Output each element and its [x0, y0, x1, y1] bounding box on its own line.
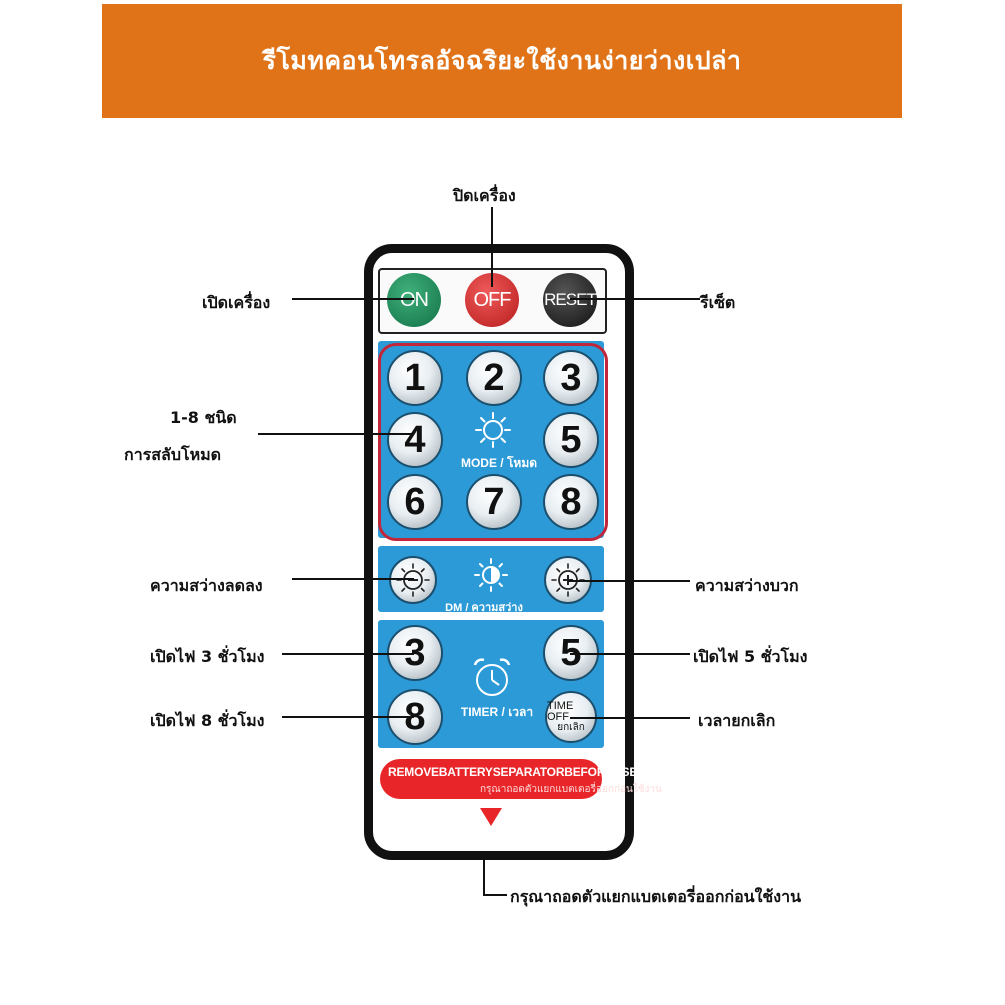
callout-timer5: เปิดไฟ 5 ชั่วโมง — [693, 647, 808, 666]
callout-line-mode — [258, 433, 414, 435]
warning-english-text: REMOVEBATTERYSEPARATORBEFOREUSE — [388, 765, 638, 779]
mode-button-4[interactable]: 4 — [387, 412, 443, 468]
mode-button-5[interactable]: 5 — [543, 412, 599, 468]
callout-line-reset — [570, 298, 700, 300]
mode-button-3[interactable]: 3 — [543, 350, 599, 406]
mode-button-7[interactable]: 7 — [466, 474, 522, 530]
sun-icon — [475, 412, 511, 448]
timer-label: TIMER / เวลา — [460, 705, 534, 719]
callout-line-timer8 — [282, 716, 414, 718]
callout-line-battery-h — [483, 894, 507, 896]
callout-timer3: เปิดไฟ 3 ชั่วโมง — [150, 647, 265, 666]
on-button[interactable]: ON — [387, 273, 441, 327]
mode-button-8[interactable]: 8 — [543, 474, 599, 530]
mode-button-6[interactable]: 6 — [387, 474, 443, 530]
callout-line-battery-v — [483, 858, 485, 896]
callout-dim-down: ความสว่างลดลง — [150, 576, 263, 595]
brightness-down-button[interactable] — [389, 556, 437, 604]
warning-thai-text: กรุณาถอดตัวแยกแบตเตอรี่ออกก่อนใช้งาน — [480, 784, 662, 795]
callout-line-timer3 — [282, 653, 414, 655]
brightness-label: DM / ความสว่าง — [445, 602, 523, 614]
reset-button[interactable]: RESET — [543, 273, 597, 327]
timer-3h-button[interactable]: 3 — [387, 625, 443, 681]
mode-highlight-outline — [378, 343, 608, 541]
callout-battery: กรุณาถอดตัวแยกแบตเตอรี่ออกก่อนใช้งาน — [510, 887, 802, 906]
mode-label: MODE / โหมด — [460, 456, 538, 470]
callout-line-on — [292, 298, 414, 300]
mode-button-1[interactable]: 1 — [387, 350, 443, 406]
mode-button-2[interactable]: 2 — [466, 350, 522, 406]
timer-8h-button[interactable]: 8 — [387, 689, 443, 745]
battery-warning-strip — [380, 759, 602, 799]
brightness-minus-icon — [396, 563, 430, 597]
callout-line-time-off — [570, 717, 690, 719]
callout-line-timer5 — [570, 653, 690, 655]
callout-timer8: เปิดไฟ 8 ชั่วโมง — [150, 711, 265, 730]
callout-line-dim-down — [292, 578, 414, 580]
page-title: รีโมทคอนโทรลอัจฉริยะใช้งานง่ายว่างเปล่า — [262, 46, 742, 75]
callout-mode-count: 1-8 ชนิด — [170, 408, 237, 427]
callout-mode-switch: การสลับโหมด — [124, 445, 222, 464]
callout-time-off: เวลายกเลิก — [698, 711, 776, 730]
callout-on: เปิดเครื่อง — [202, 293, 271, 312]
alarm-clock-icon — [473, 658, 511, 696]
callout-dim-up: ความสว่างบวก — [695, 576, 799, 595]
callout-off: ปิดเครื่อง — [453, 186, 516, 205]
callout-reset: รีเซ็ต — [700, 293, 736, 312]
half-sun-icon — [474, 558, 508, 592]
callout-line-off — [491, 207, 493, 287]
down-arrow-icon — [480, 808, 502, 826]
callout-line-dim-up — [568, 580, 690, 582]
title-banner: รีโมทคอนโทรลอัจฉริยะใช้งานง่ายว่างเปล่า — [102, 4, 902, 118]
